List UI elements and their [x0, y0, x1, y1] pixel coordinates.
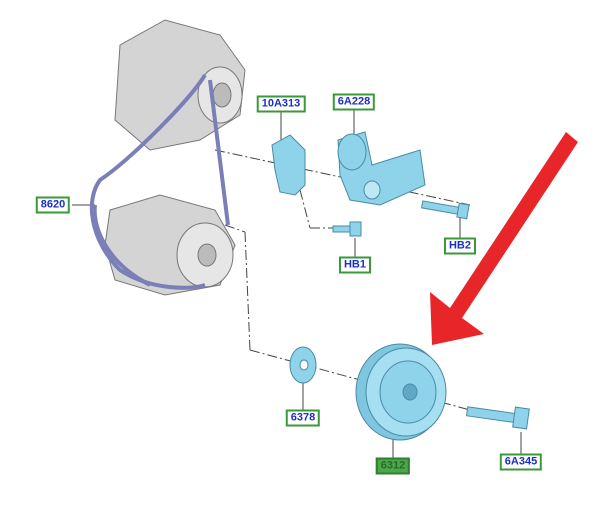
alternator	[114, 19, 246, 151]
label-6A345[interactable]: 6A345	[499, 453, 543, 471]
washer-6378	[289, 346, 317, 384]
crankshaft-pulley-6312	[355, 343, 447, 441]
bolt-HB1	[332, 221, 362, 237]
label-HB2[interactable]: HB2	[443, 237, 477, 255]
label-10A313[interactable]: 10A313	[256, 95, 306, 113]
label-6312[interactable]: 6312	[375, 457, 411, 475]
label-6378[interactable]: 6378	[285, 409, 321, 427]
bolt-HB2	[420, 200, 470, 220]
red-arrow-indicator	[430, 132, 578, 345]
bolt-6A345	[465, 406, 530, 430]
label-HB1[interactable]: HB1	[338, 256, 372, 274]
ac-compressor	[104, 194, 236, 296]
bracket-10A313	[271, 134, 306, 196]
tensioner-6A228	[337, 131, 426, 206]
label-8620[interactable]: 8620	[35, 196, 71, 214]
label-6A228[interactable]: 6A228	[332, 93, 376, 111]
drive-belt	[89, 73, 230, 290]
